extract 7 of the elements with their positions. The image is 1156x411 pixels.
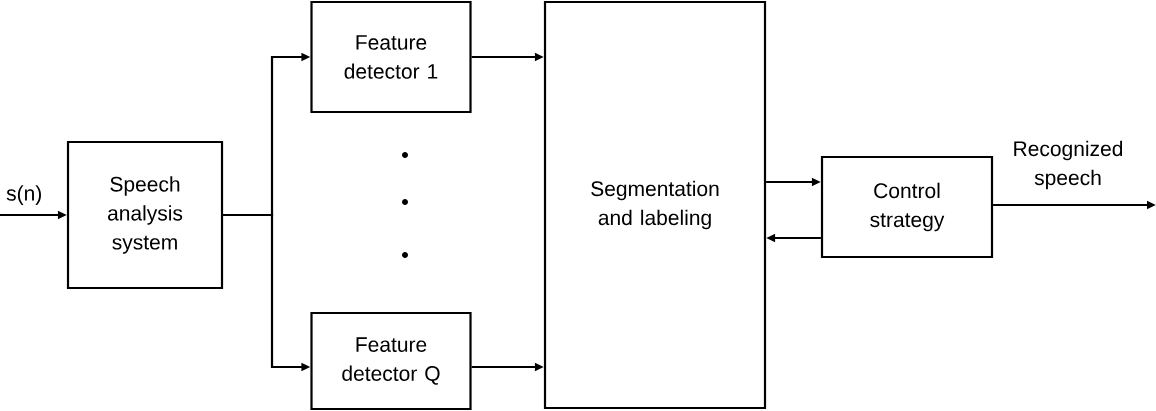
edge-label: Recognized speech xyxy=(1014,140,1123,190)
edge-label: s(n) xyxy=(6,185,41,205)
process-box: Control strategy xyxy=(820,155,994,259)
process-box: Feature detector Q xyxy=(310,311,472,411)
process-box: Speech analysis system xyxy=(66,140,224,290)
process-box: Segmentation and labeling xyxy=(543,0,767,410)
process-box: Feature detector 1 xyxy=(310,0,472,114)
